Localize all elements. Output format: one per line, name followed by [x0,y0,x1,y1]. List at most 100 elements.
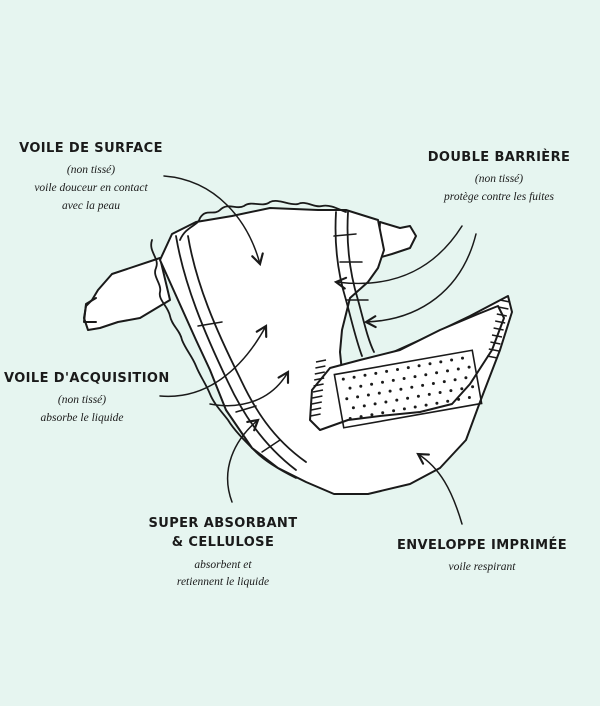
left-barrier-outer [175,235,297,471]
barrier-stitches [197,233,369,453]
elastic-rib [312,389,324,393]
left-ruffle [150,239,297,479]
enveloppe-title: ENVELOPPE IMPRIMÉE [396,538,568,553]
print-dot [356,395,360,399]
print-dot [435,371,439,375]
elastic-rib [311,401,322,405]
print-dot [428,362,432,366]
print-dot [416,394,420,398]
print-dot [427,392,431,396]
label-double-barriere: DOUBLE BARRIÈRE (non tissé) protège cont… [424,150,574,207]
elastic-rib [487,355,498,359]
print-dot [471,385,475,389]
elastic-rib [314,371,325,375]
arrow-enveloppe [416,452,463,525]
double-barriere-line-2: protège contre les fuites [444,191,554,204]
print-dot [460,387,464,391]
left-barrier-inner [187,235,307,463]
voile-acquisition-line-1: (non tissé) [57,394,107,407]
print-dot [461,356,464,360]
print-dot [406,366,410,370]
label-voile-acquisition: VOILE D'ACQUISITION (non tissé) absorbe … [4,371,170,428]
printed-pattern-panel [333,349,483,429]
voile-surface-line-1: (non tissé) [66,164,116,177]
elastic-rib [488,348,499,352]
print-dot [446,369,449,373]
elastic-rib [493,327,504,331]
print-dot [370,413,374,417]
print-dot [348,386,352,390]
print-dot [366,393,370,397]
print-dot [385,369,389,373]
elastic-rib [315,359,327,363]
elastic-waistband-right [487,299,511,359]
elastic-rib [499,299,511,303]
top-ruffle [179,200,347,241]
elastic-rib [314,377,325,381]
voile-acquisition-title: VOILE D'ACQUISITION [4,371,170,386]
arrow-super-absorbant [227,418,260,503]
print-dot [442,380,446,384]
voile-surface-title: VOILE DE SURFACE [19,141,163,156]
elastic-rib [496,313,507,317]
print-dot [446,399,450,403]
print-dot [374,371,378,375]
label-enveloppe: ENVELOPPE IMPRIMÉE voile respirant [396,538,568,577]
print-dot [457,397,461,401]
print-dot [373,402,377,406]
double-barriere-line-1: (non tissé) [474,173,524,186]
print-dot [391,378,395,382]
print-dot [388,389,392,393]
print-dot [381,411,385,415]
print-dot [392,409,396,413]
double-barriere-title: DOUBLE BARRIÈRE [427,150,571,165]
print-dot [363,373,367,377]
print-dot [359,415,363,419]
print-dot [341,377,345,381]
print-dot [413,375,417,379]
print-dot [396,368,399,371]
print-dot [435,401,439,405]
arrow-voile-acquisition-1 [159,324,268,398]
voile-surface-line-3: avec la peau [61,199,121,212]
elastic-rib [311,407,322,411]
elastic-rib [315,365,326,369]
elastic-rib [498,306,509,310]
print-dot [421,383,425,387]
print-dot [449,389,453,393]
print-dot [431,382,435,385]
printed-dots [341,356,475,420]
enveloppe-line-1: voile respirant [448,561,516,574]
print-dot [410,385,414,389]
elastic-rib [495,320,506,324]
print-dot [417,364,421,368]
elastic-rib [313,383,324,387]
super-absorbant-line-1: absorbent et [194,558,252,571]
voile-acquisition-line-2: absorbe le liquide [40,412,124,425]
elastic-rib [490,341,501,345]
print-dot [402,377,406,380]
print-dot [345,397,349,401]
print-dot [399,387,403,391]
elastic-rib [310,413,321,417]
super-absorbant-title-2: & CELLULOSE [171,535,275,551]
print-dot [424,403,428,407]
print-dot [439,360,443,364]
print-dot [381,380,384,384]
print-dot [467,365,471,369]
elastic-rib [491,334,503,338]
print-dot [464,376,468,380]
print-dot [453,378,457,382]
arrow-double-barriere-1 [333,225,463,290]
left-tab-hook [83,297,97,323]
print-dot [467,396,471,399]
voile-surface-line-2: voile douceur en contact [34,182,148,195]
arrow-voile-surface [163,175,264,267]
print-dot [450,358,454,362]
arrow-voile-acquisition-2 [209,370,290,407]
label-super-absorbant: SUPER ABSORBANT & CELLULOSE absorbent et… [148,516,298,592]
elastic-waistband [310,359,327,417]
print-dot [395,398,399,402]
label-voile-surface: VOILE DE SURFACE (non tissé) voile douce… [16,141,166,216]
